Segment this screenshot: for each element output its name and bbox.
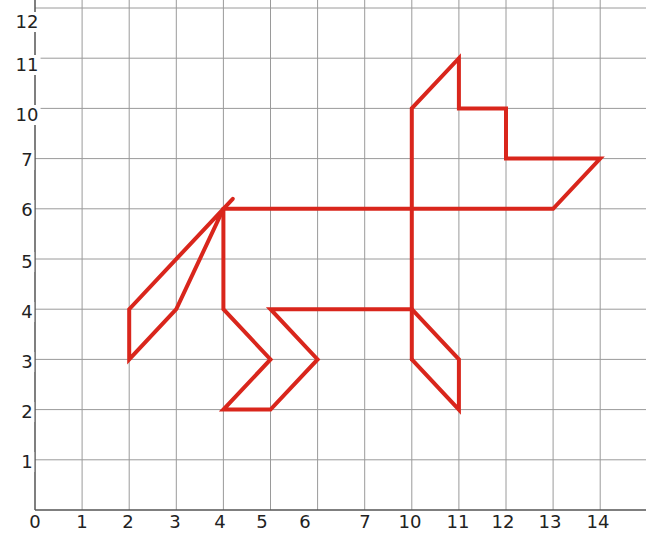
x-axis-number: 14 xyxy=(585,512,612,532)
grid-line xyxy=(129,0,130,510)
x-axis-number: 13 xyxy=(537,512,564,532)
y-axis-number: 4 xyxy=(19,302,34,322)
y-axis-number: 5 xyxy=(19,252,34,272)
fox-outline xyxy=(129,209,223,360)
fox-outline xyxy=(223,199,232,209)
grid-line xyxy=(35,58,646,59)
x-axis-number: 2 xyxy=(120,512,135,532)
grid-line xyxy=(82,0,83,510)
y-axis-number: 6 xyxy=(19,200,34,220)
grid-line xyxy=(35,459,646,460)
y-axis-number: 7 xyxy=(19,150,34,170)
grid-line xyxy=(600,0,601,510)
x-axis-number: 12 xyxy=(490,512,517,532)
grid-line xyxy=(35,8,646,9)
grid-lines xyxy=(35,0,646,510)
y-axis-number: 10 xyxy=(14,105,41,125)
x-axis-number: 10 xyxy=(397,512,424,532)
grid-line xyxy=(35,259,646,260)
grid-line xyxy=(35,409,646,410)
x-axis-number: 4 xyxy=(212,512,227,532)
x-axis-number: 3 xyxy=(167,512,182,532)
x-axis-number: 11 xyxy=(445,512,472,532)
fox-outline xyxy=(223,209,411,410)
grid-line xyxy=(553,0,554,510)
x-axis-number: 5 xyxy=(254,512,269,532)
x-axis-number: 7 xyxy=(357,512,372,532)
y-axis-number: 1 xyxy=(19,452,34,472)
y-axis-number: 2 xyxy=(19,402,34,422)
x-axis-number: 0 xyxy=(27,512,42,532)
fox-outline xyxy=(223,58,600,359)
grid-line xyxy=(176,0,177,510)
y-axis-number: 11 xyxy=(14,55,41,75)
x-axis xyxy=(35,509,646,511)
grid-line xyxy=(35,359,646,360)
grid-line xyxy=(364,0,365,510)
y-axis-number: 12 xyxy=(14,12,41,32)
x-axis-number: 1 xyxy=(74,512,89,532)
y-axis-number: 3 xyxy=(19,352,34,372)
grid-line xyxy=(317,0,318,510)
grid-line xyxy=(270,0,271,510)
grid-line xyxy=(35,108,646,109)
grid-line xyxy=(506,0,507,510)
fox-figure xyxy=(129,58,600,409)
x-axis-number: 6 xyxy=(297,512,312,532)
fox-outline xyxy=(412,309,459,409)
